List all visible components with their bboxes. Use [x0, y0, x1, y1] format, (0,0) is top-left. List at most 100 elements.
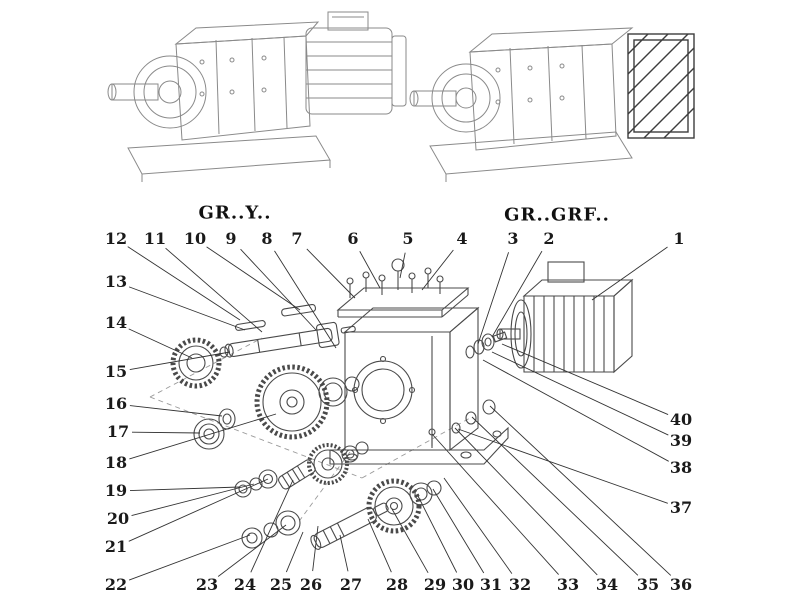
- callout-23: 23: [195, 575, 219, 594]
- leader-line-22: [128, 534, 251, 581]
- callout-27: 27: [339, 575, 363, 594]
- leader-line-9: [240, 248, 317, 331]
- leader-line-27: [339, 534, 349, 572]
- leader-line-24: [250, 479, 294, 573]
- leader-line-6: [359, 251, 381, 289]
- callout-5: 5: [402, 229, 414, 248]
- callout-15: 15: [104, 362, 128, 381]
- callout-39: 39: [669, 431, 693, 450]
- leader-line-33: [431, 433, 559, 575]
- callout-24: 24: [233, 575, 257, 594]
- leader-line-36: [489, 405, 672, 576]
- callout-8: 8: [261, 229, 273, 248]
- leader-line-18: [129, 413, 277, 460]
- callout-19: 19: [104, 481, 128, 500]
- gear-housing: [329, 306, 509, 465]
- assembled-view-gr-grf-drawing: [409, 27, 634, 182]
- leader-line-21: [128, 478, 269, 542]
- leader-line-8: [274, 250, 337, 349]
- leader-line-23: [217, 524, 287, 577]
- ring-gear: [170, 337, 229, 389]
- callout-25: 25: [269, 575, 293, 594]
- leader-line-20: [131, 483, 255, 516]
- input-shaft-assembly: [224, 303, 356, 358]
- callout-40: 40: [669, 410, 693, 429]
- leader-line-12: [127, 246, 241, 321]
- callout-22: 22: [104, 575, 128, 594]
- leader-line-4: [421, 249, 454, 291]
- callout-36: 36: [669, 575, 693, 594]
- leader-line-38: [482, 359, 669, 462]
- leader-line-35: [471, 416, 639, 576]
- exploded-view-drawing: [170, 258, 634, 550]
- callout-28: 28: [385, 575, 409, 594]
- callout-33: 33: [556, 575, 580, 594]
- leader-line-32: [443, 477, 513, 574]
- callout-26: 26: [299, 575, 323, 594]
- callout-32: 32: [508, 575, 532, 594]
- leader-line-30: [417, 495, 458, 573]
- leader-line-28: [367, 518, 392, 573]
- pinion-cluster: [234, 441, 369, 549]
- leader-line-34: [454, 427, 598, 576]
- assembly-guide-lines: [149, 337, 471, 521]
- output-shaft-cluster: [310, 478, 442, 550]
- leader-line-17: [131, 431, 201, 434]
- leader-line-10: [206, 246, 301, 311]
- variant-label-gr-y: GR..Y..: [198, 202, 272, 224]
- cover-bolts: [346, 258, 444, 298]
- assembled-view-gr-y-drawing: [107, 11, 407, 182]
- callout-4: 4: [456, 229, 468, 248]
- callout-11: 11: [143, 229, 167, 248]
- leader-line-37: [457, 428, 668, 504]
- callout-9: 9: [225, 229, 237, 248]
- leader-line-26: [312, 525, 319, 572]
- leader-line-31: [432, 488, 485, 574]
- callout-14: 14: [104, 313, 128, 332]
- leader-line-7: [306, 248, 356, 299]
- large-gear-cluster: [254, 364, 360, 440]
- callout-31: 31: [479, 575, 503, 594]
- callout-17: 17: [106, 422, 130, 441]
- leader-line-19: [129, 486, 241, 491]
- mount-washers: [451, 399, 496, 434]
- leader-line-14: [128, 328, 193, 359]
- leader-line-2: [491, 250, 543, 338]
- leader-line-39: [491, 351, 669, 436]
- top-cover: [336, 287, 470, 318]
- leader-line-16: [129, 405, 223, 417]
- variant-label-gr-grf: GR..GRF..: [504, 204, 610, 226]
- callout-13: 13: [104, 272, 128, 291]
- leader-line-1: [591, 246, 668, 301]
- callout-35: 35: [636, 575, 660, 594]
- leader-line-29: [391, 508, 429, 574]
- callout-30: 30: [451, 575, 475, 594]
- leader-line-25: [285, 531, 304, 573]
- callout-2: 2: [543, 229, 555, 248]
- leader-line-15: [129, 351, 231, 371]
- callout-16: 16: [104, 394, 128, 413]
- leader-line-5: [399, 252, 406, 279]
- grf-cover-block-drawing: [627, 33, 695, 139]
- callout-10: 10: [183, 229, 207, 248]
- leader-line-40: [501, 343, 669, 415]
- input-fasteners: [465, 331, 508, 359]
- callout-34: 34: [595, 575, 619, 594]
- callout-7: 7: [291, 229, 303, 248]
- spacer-and-bearing: [193, 408, 236, 450]
- leader-line-13: [128, 286, 246, 331]
- callout-29: 29: [423, 575, 447, 594]
- callout-37: 37: [669, 498, 693, 517]
- callout-3: 3: [507, 229, 519, 248]
- callout-1: 1: [673, 229, 685, 248]
- callout-12: 12: [104, 229, 128, 248]
- leader-lines: [127, 246, 672, 581]
- callout-18: 18: [104, 453, 128, 472]
- callout-38: 38: [669, 458, 693, 477]
- callout-20: 20: [106, 509, 130, 528]
- callout-6: 6: [347, 229, 359, 248]
- leader-line-11: [165, 247, 263, 333]
- callout-21: 21: [104, 537, 128, 556]
